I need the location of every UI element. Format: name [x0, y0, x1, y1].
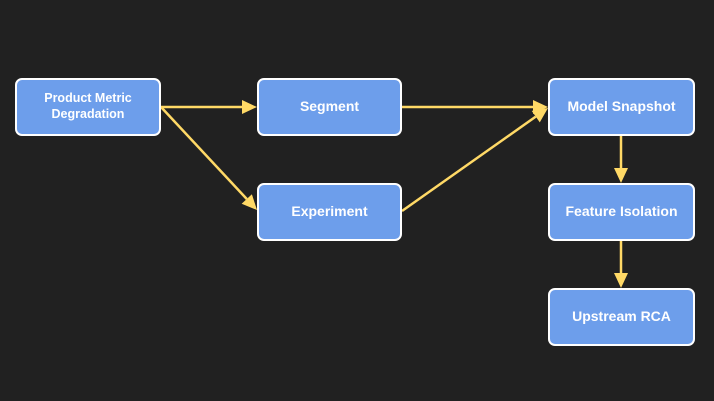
node-label-line-1: Product Metric: [44, 91, 132, 106]
node-label-line-2: Degradation: [51, 107, 125, 121]
node-segment: Segment: [257, 78, 402, 136]
node-experiment: Experiment: [257, 183, 402, 241]
node-label: Segment: [299, 98, 360, 115]
arrowhead-segment: [242, 100, 257, 114]
node-feature-isolation: Feature Isolation: [548, 183, 695, 241]
edge-experiment-to-model_snapshot: [401, 115, 537, 213]
arrowhead-upstream_rca: [614, 273, 628, 288]
node-upstream-rca: Upstream RCA: [548, 288, 695, 346]
node-product-metric-degradation: Product Metric Degradation: [15, 78, 161, 136]
arrowhead-experiment: [241, 194, 257, 210]
node-label: Experiment: [291, 203, 368, 220]
edge-product_metric_degradation-to-experiment: [160, 106, 248, 200]
node-label: Upstream RCA: [572, 308, 671, 325]
node-label: Feature Isolation: [565, 203, 678, 220]
node-model-snapshot: Model Snapshot: [548, 78, 695, 136]
arrowhead-model_snapshot: [531, 108, 548, 123]
node-label: Model Snapshot: [567, 98, 676, 115]
arrowhead-feature_isolation: [614, 168, 628, 183]
